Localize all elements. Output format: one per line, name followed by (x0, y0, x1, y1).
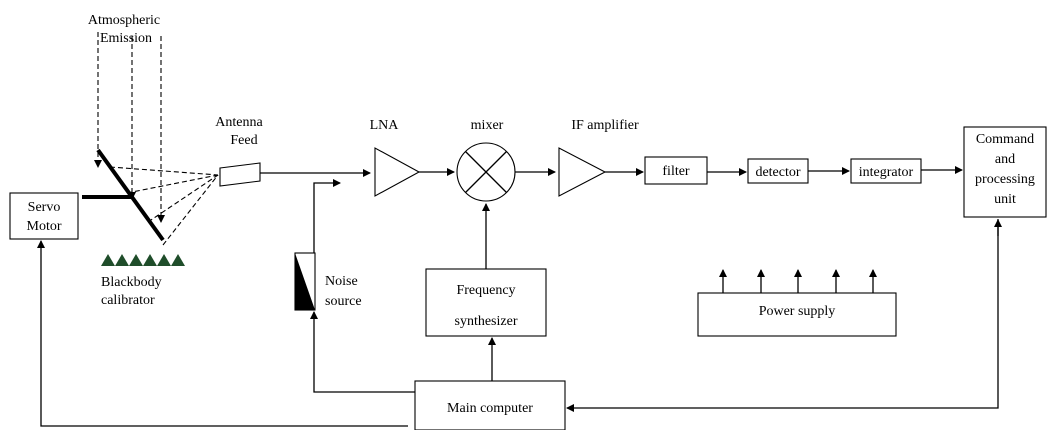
noise-source-icon (294, 252, 316, 311)
noise-to-lna-line (313, 179, 341, 253)
main-computer-box (414, 380, 566, 430)
blackbody-calibrator-icon (101, 254, 185, 266)
power-supply-label: Power supply (759, 304, 836, 319)
command-unit-to-computer-line (566, 219, 999, 412)
mixer-icon (456, 142, 516, 202)
servo-label-line1: Servo (28, 200, 61, 215)
atmospheric-emission-rays (94, 32, 165, 223)
noise-label-line1: Noise (325, 274, 358, 289)
antenna-feed-horn (219, 162, 261, 187)
filter-box (644, 156, 708, 185)
detector-label: detector (755, 165, 800, 180)
blackbody-label-line1: Blackbody (101, 275, 162, 290)
power-supply-box (697, 292, 897, 337)
blackbody-label-line2: calibrator (101, 293, 155, 308)
command-label-line3: processing (975, 172, 1035, 187)
synthesizer-label-line2: synthesizer (455, 314, 518, 329)
lna-amplifier (374, 147, 421, 197)
if-amplifier (558, 147, 607, 197)
filter-label: filter (662, 164, 690, 179)
antenna-beam-rays (109, 166, 219, 246)
command-label-line4: unit (994, 192, 1016, 207)
antenna-label-line1: Antenna (215, 115, 263, 130)
if-amplifier-label: IF amplifier (571, 118, 639, 133)
synthesizer-label-line1: Frequency (456, 283, 515, 298)
computer-to-servo-line (37, 240, 408, 427)
integrator-box (850, 158, 922, 184)
mixer-label: mixer (471, 118, 504, 133)
power-supply-output-arrows (719, 269, 877, 293)
lna-label: LNA (370, 118, 400, 133)
command-processing-unit-box (963, 126, 1047, 218)
antenna-label-line2: Feed (230, 133, 257, 148)
command-label-line2: and (995, 152, 1015, 167)
atmospheric-label-line2: Emission (100, 31, 152, 46)
atmospheric-label-line1: Atmospheric (88, 13, 160, 28)
noise-label-line2: source (325, 294, 362, 309)
command-label-line1: Command (976, 132, 1034, 147)
servo-motor-box (9, 192, 79, 240)
computer-to-noise-source-line (310, 311, 415, 393)
main-computer-label: Main computer (447, 401, 533, 416)
integrator-label: integrator (859, 165, 914, 180)
servo-label-line2: Motor (27, 219, 62, 234)
